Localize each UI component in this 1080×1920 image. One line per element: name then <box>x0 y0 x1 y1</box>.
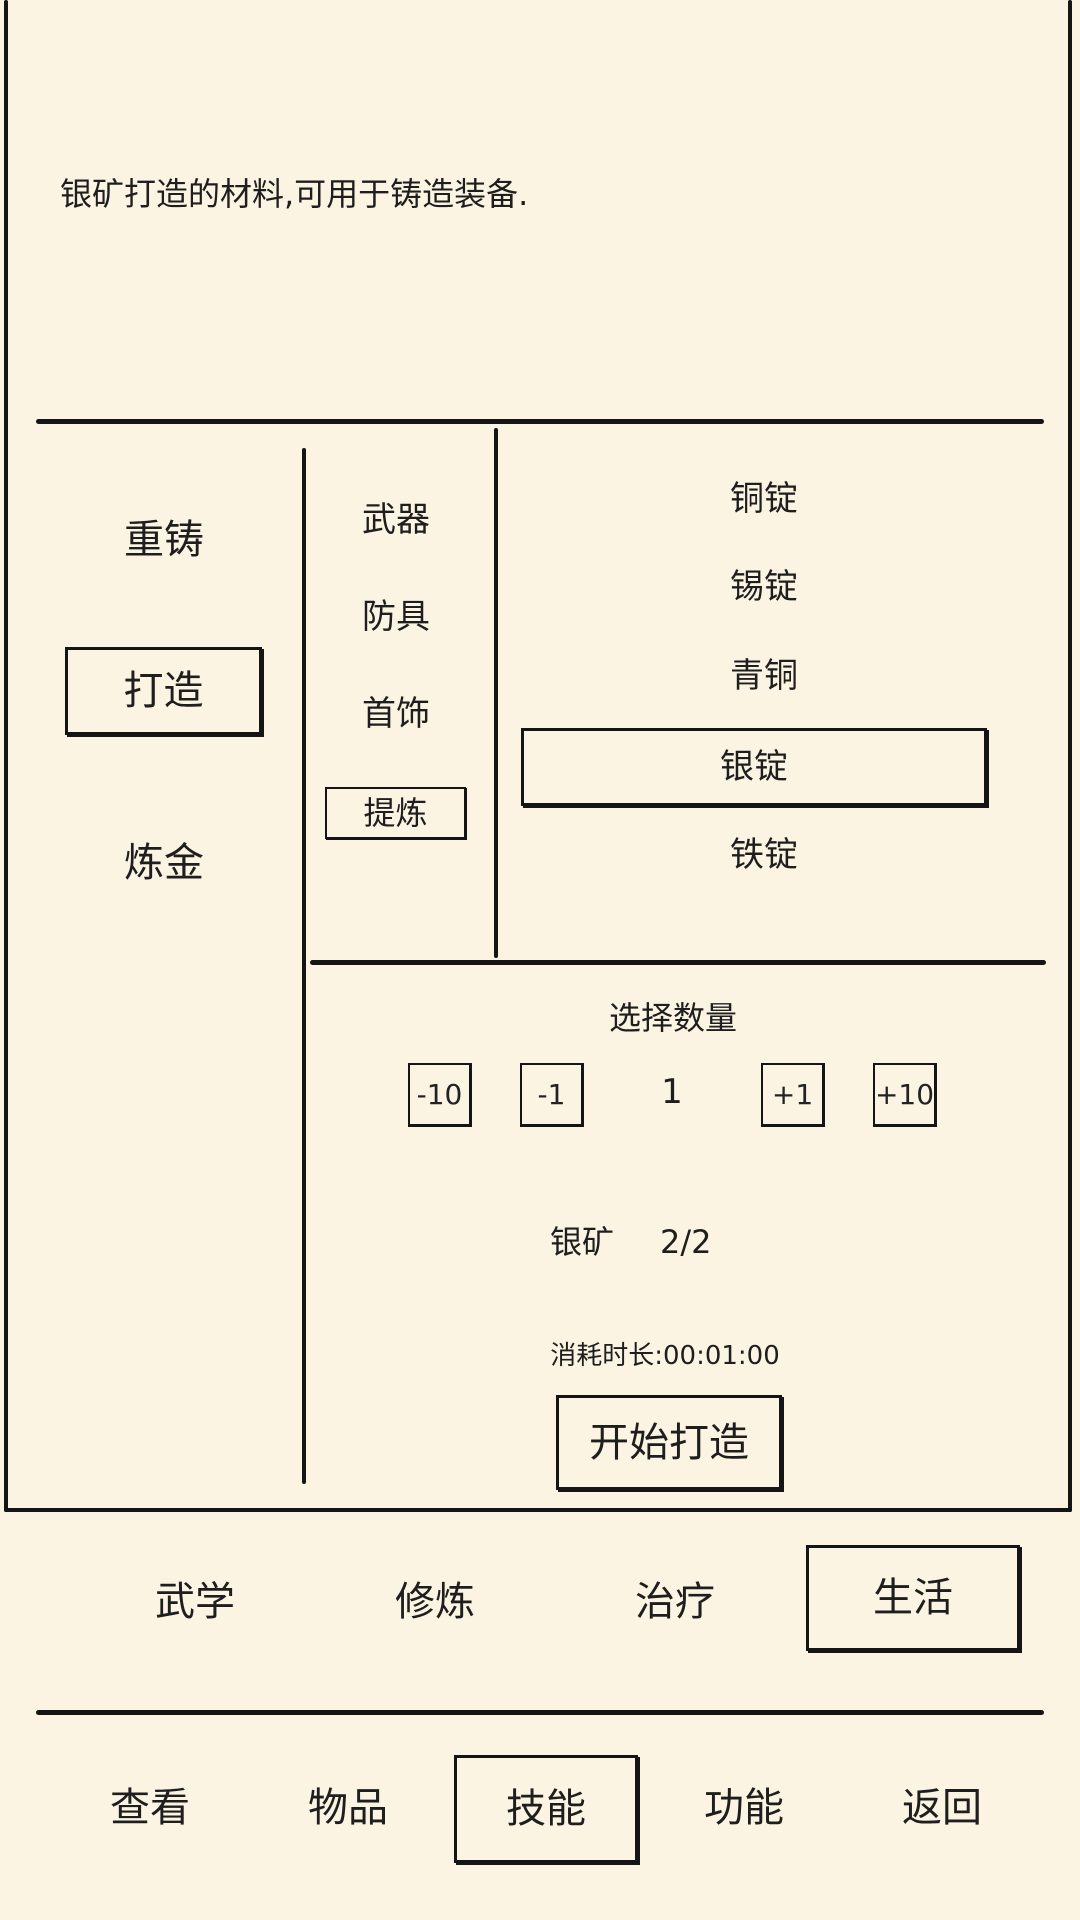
tab-healing[interactable]: 治疗 <box>635 1579 715 1625</box>
item-copper-ingot[interactable]: 铜锭 <box>730 479 798 519</box>
tabs-divider <box>36 1710 1044 1715</box>
list-divider <box>310 960 1046 965</box>
category-accessory[interactable]: 首饰 <box>362 694 430 734</box>
tab-martial-arts[interactable]: 武学 <box>155 1579 235 1625</box>
category-column-divider <box>494 428 498 958</box>
material-count: 2/2 <box>660 1223 712 1261</box>
nav-functions[interactable]: 功能 <box>704 1785 784 1831</box>
nav-back[interactable]: 返回 <box>902 1785 982 1831</box>
item-bronze[interactable]: 青铜 <box>730 656 798 696</box>
material-name: 银矿 <box>550 1223 615 1261</box>
nav-skills[interactable]: 技能 <box>454 1755 638 1863</box>
item-silver-ingot[interactable]: 银锭 <box>521 728 987 806</box>
nav-items[interactable]: 物品 <box>308 1785 388 1831</box>
panel-right-border <box>1068 0 1072 1512</box>
category-refine[interactable]: 提炼 <box>325 787 466 839</box>
quantity-plus10-button[interactable]: +10 <box>873 1063 937 1127</box>
panel-bottom-border <box>4 1508 1072 1512</box>
duration-text: 消耗时长:00:01:00 <box>550 1341 780 1371</box>
panel-left-border <box>4 0 8 1512</box>
quantity-minus10-button[interactable]: -10 <box>408 1063 472 1127</box>
item-tin-ingot[interactable]: 锡锭 <box>730 567 798 607</box>
mode-alchemy[interactable]: 炼金 <box>124 840 204 886</box>
list-fade <box>500 892 1040 932</box>
item-iron-ingot[interactable]: 铁锭 <box>730 835 798 875</box>
nav-view[interactable]: 查看 <box>110 1785 190 1831</box>
tab-life[interactable]: 生活 <box>806 1545 1020 1651</box>
quantity-minus1-button[interactable]: -1 <box>520 1063 584 1127</box>
start-forge-button[interactable]: 开始打造 <box>556 1395 782 1490</box>
quantity-title: 选择数量 <box>608 999 738 1037</box>
description-divider <box>36 419 1044 424</box>
category-armor[interactable]: 防具 <box>362 597 430 637</box>
mode-recast[interactable]: 重铸 <box>124 517 204 563</box>
category-weapon[interactable]: 武器 <box>362 500 430 540</box>
tab-cultivation[interactable]: 修炼 <box>395 1579 475 1625</box>
item-list: 铜锭 锡锭 青铜 银锭 铁锭 <box>500 440 1040 932</box>
mode-forge[interactable]: 打造 <box>65 647 262 735</box>
quantity-value: 1 <box>661 1072 683 1112</box>
quantity-plus1-button[interactable]: +1 <box>761 1063 825 1127</box>
item-description: 银矿打造的材料,可用于铸造装备. <box>60 175 529 213</box>
mode-column-divider <box>302 448 306 1484</box>
